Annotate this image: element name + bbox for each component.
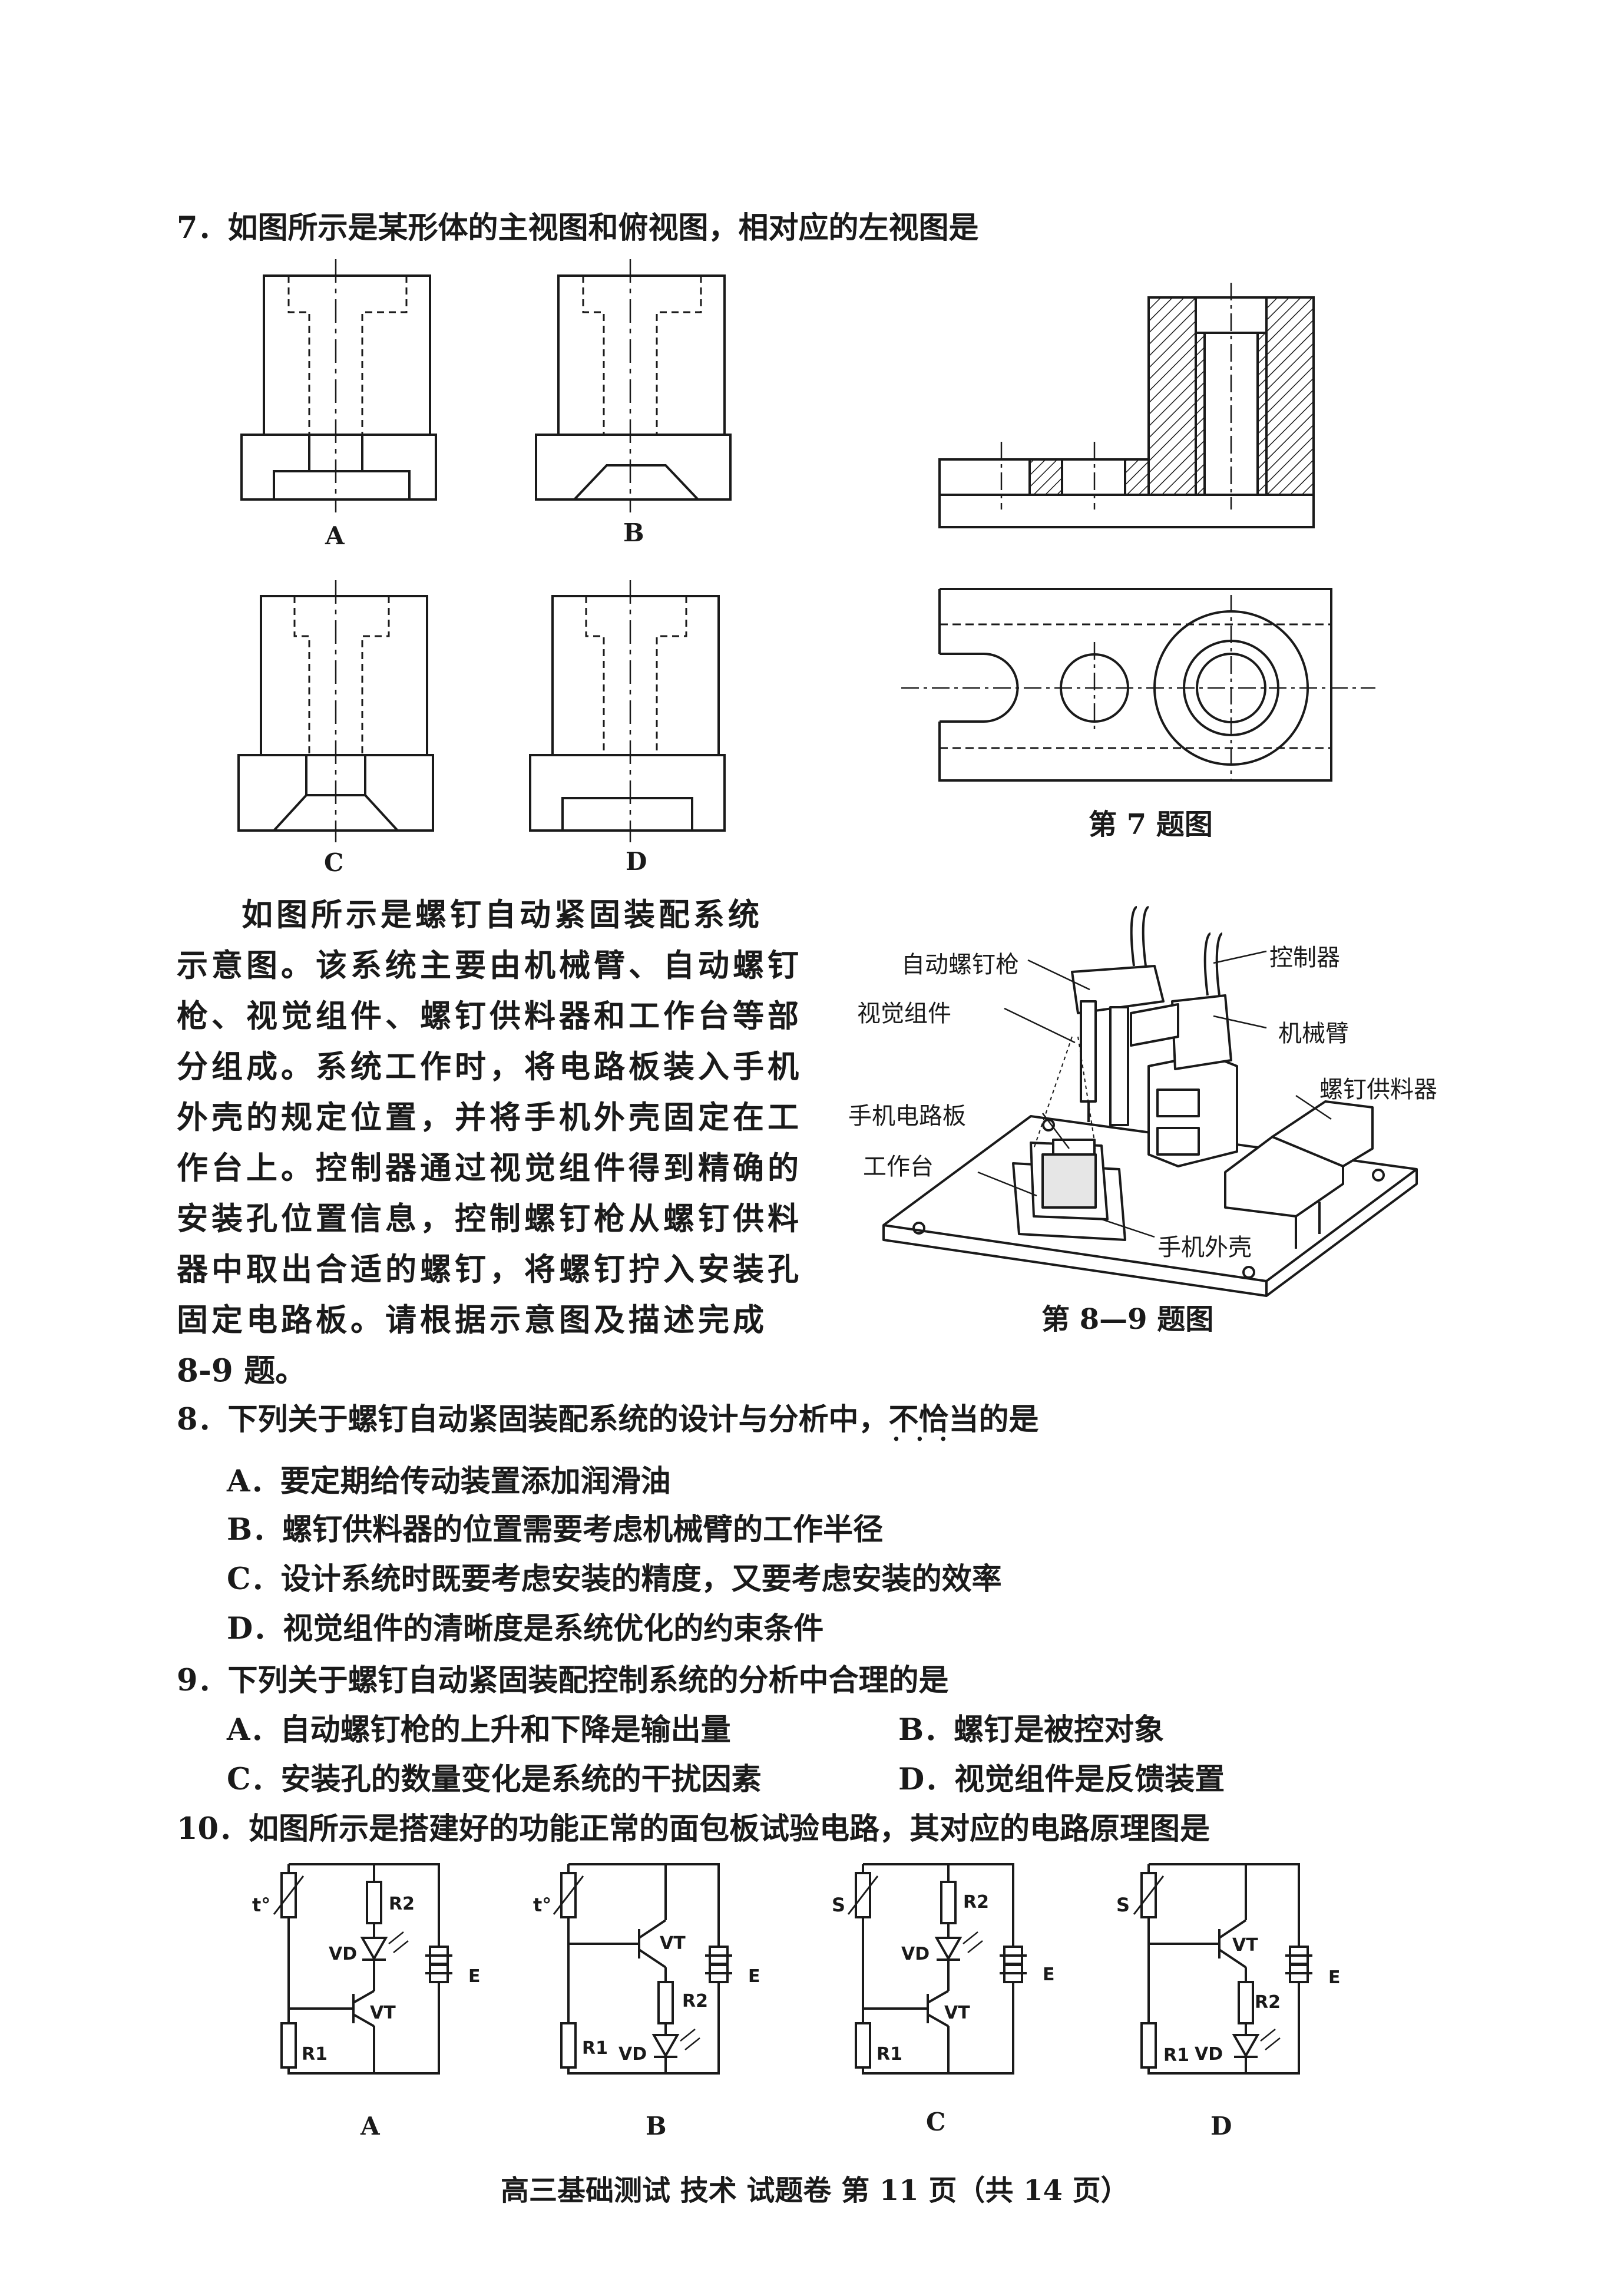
fig89-label-table: 工作台 xyxy=(863,1153,934,1180)
q7-given-views xyxy=(901,283,1375,782)
q10-a-letter: A xyxy=(360,2112,380,2140)
q10-c-letter: C xyxy=(926,2108,946,2136)
q7-option-d-drawing xyxy=(529,580,726,842)
q8-option-d: D．视觉组件的清晰度是系统优化的约束条件 xyxy=(227,1611,824,1646)
q8-stem-prefix: 8．下列关于螺钉自动紧固装配系统的设计与分析中， xyxy=(177,1402,889,1437)
q10-a-sensor: t° xyxy=(252,1894,271,1916)
q10-a-r1: R1 xyxy=(302,2044,328,2065)
q10-circuit-d xyxy=(1134,1864,1312,2073)
q10-a-vt: VT xyxy=(370,2003,396,2023)
q8-option-a: A．要定期给传动装置添加润滑油 xyxy=(227,1464,671,1499)
intro-line-3: 枪、视觉组件、螺钉供料器和工作台等部 xyxy=(177,998,802,1034)
intro-paragraph: 如图所示是螺钉自动紧固装配系统 示意图。该系统主要由机械臂、自动螺钉 枪、视觉组… xyxy=(177,889,802,1396)
q10-c-vd: VD xyxy=(901,1944,930,1964)
q10-b-vt: VT xyxy=(660,1933,686,1954)
q10-c-vt: VT xyxy=(944,2003,970,2023)
q9-option-d: D．视觉组件是反馈装置 xyxy=(898,1762,1225,1797)
q10-b-r2: R2 xyxy=(682,1991,708,2012)
q10-b-vd: VD xyxy=(618,2044,647,2065)
q10-b-sensor: t° xyxy=(533,1894,552,1916)
q10-c-r2: R2 xyxy=(963,1892,989,1913)
q10-d-r2: R2 xyxy=(1255,1992,1281,2013)
intro-line-6: 作台上。控制器通过视觉组件得到精确的 xyxy=(177,1150,802,1186)
q10-d-e: E xyxy=(1328,1967,1341,1988)
intro-line-8: 器中取出合适的螺钉，将螺钉拧入安装孔 xyxy=(177,1251,802,1288)
q10-circuit-b xyxy=(554,1864,732,2073)
q8-stem-emphasis: 不恰当 xyxy=(889,1405,979,1452)
q8-option-b: B．螺钉供料器的位置需要考虑机械臂的工作半径 xyxy=(227,1512,884,1547)
q10-a-vd: VD xyxy=(329,1944,358,1964)
q7-option-a-drawing xyxy=(240,259,437,512)
intro-line-9: 固定电路板。请根据示意图及描述完成 xyxy=(177,1302,768,1338)
q7-stem: 7．如图所示是某形体的主视图和俯视图，相对应的左视图是 xyxy=(177,210,979,246)
q9-option-c: C．安装孔的数量变化是系统的干扰因素 xyxy=(227,1762,762,1797)
q10-c-e: E xyxy=(1043,1964,1055,1985)
fig89-label-shell: 手机外壳 xyxy=(1157,1234,1252,1261)
q10-d-vd: VD xyxy=(1195,2044,1223,2065)
fig89-label-gun: 自动螺钉枪 xyxy=(901,951,1019,978)
q10-b-r1: R1 xyxy=(582,2038,608,2059)
q7-option-c-label: C xyxy=(324,848,344,877)
q7-option-c-drawing xyxy=(237,580,434,842)
intro-line-5: 外壳的规定位置，并将手机外壳固定在工 xyxy=(177,1099,802,1136)
q7-option-d-label: D xyxy=(626,847,647,876)
intro-line-7: 安装孔位置信息，控制螺钉枪从螺钉供料 xyxy=(177,1200,802,1237)
q8-stem: 8．下列关于螺钉自动紧固装配系统的设计与分析中，不恰当的是 xyxy=(177,1402,1039,1452)
fig89-label-controller: 控制器 xyxy=(1269,944,1340,971)
fig89-label-pcb: 手机电路板 xyxy=(848,1103,966,1130)
fig89-label-arm: 机械臂 xyxy=(1278,1020,1349,1047)
q10-a-e: E xyxy=(468,1966,481,1987)
q9-option-a: A．自动螺钉枪的上升和下降是输出量 xyxy=(227,1712,731,1748)
intro-line-4: 分组成。系统工作时，将电路板装入手机 xyxy=(177,1048,802,1085)
q7-option-a-label: A xyxy=(325,521,345,550)
q10-c-sensor: S xyxy=(832,1894,846,1916)
q10-circuit-c xyxy=(848,1864,1027,2073)
q10-d-sensor: S xyxy=(1116,1894,1130,1916)
q10-b-e: E xyxy=(748,1966,760,1987)
fig89-label-vision: 视觉组件 xyxy=(857,1000,951,1027)
q10-c-r1: R1 xyxy=(877,2044,902,2065)
q8-stem-suffix: 的是 xyxy=(978,1402,1039,1437)
intro-line-1: 如图所示是螺钉自动紧固装配系统 xyxy=(242,896,763,933)
fig89-caption: 第 8—9 题图 xyxy=(1041,1303,1214,1336)
q7-option-b-label: B xyxy=(623,518,644,547)
intro-line-2: 示意图。该系统主要由机械臂、自动螺钉 xyxy=(177,947,802,984)
q9-stem: 9．下列关于螺钉自动紧固装配控制系统的分析中合理的是 xyxy=(177,1663,949,1698)
q10-b-letter: B xyxy=(646,2112,667,2140)
q10-circuit-a xyxy=(274,1864,452,2073)
q8-option-c: C．设计系统时既要考虑安装的精度，又要考虑安装的效率 xyxy=(227,1561,1002,1597)
q10-stem: 10．如图所示是搭建好的功能正常的面包板试验电路，其对应的电路原理图是 xyxy=(177,1811,1210,1847)
q7-option-b-drawing xyxy=(535,259,732,512)
q10-d-vt: VT xyxy=(1232,1935,1258,1956)
q7-figure-caption: 第 7 题图 xyxy=(1089,808,1213,841)
q9-option-b: B．螺钉是被控对象 xyxy=(898,1712,1165,1748)
q10-d-r1: R1 xyxy=(1163,2045,1189,2066)
fig89-label-feeder: 螺钉供料器 xyxy=(1319,1076,1437,1103)
q10-d-letter: D xyxy=(1210,2112,1232,2140)
q10-a-r2: R2 xyxy=(389,1894,415,1914)
intro-line-10: 8-9 题。 xyxy=(177,1352,307,1389)
page-footer: 高三基础测试 技术 试题卷 第 11 页（共 14 页） xyxy=(501,2174,1129,2207)
